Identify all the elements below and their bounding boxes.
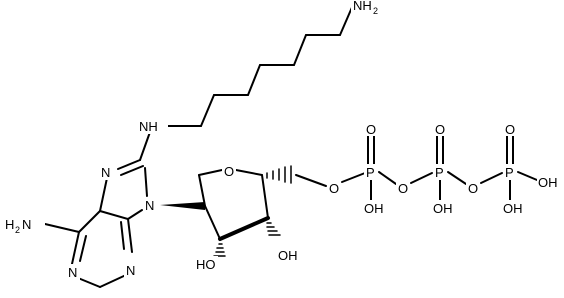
bond-ribose-front xyxy=(218,216,270,241)
bond-nh-c8 xyxy=(139,131,151,161)
label-terminal-nh2-subscript: 2 xyxy=(373,6,378,16)
bond-n7-c5 xyxy=(99,177,108,212)
label-terminal-nh: NH xyxy=(353,0,372,13)
bond-c7-nh2 xyxy=(339,4,354,36)
bond-n9-c1prime-wedge xyxy=(160,202,205,210)
label-n7: N xyxy=(101,165,110,180)
bond-pb-obridge2 xyxy=(447,171,467,185)
bond-c8-n9 xyxy=(144,167,148,197)
bond-c1prime-c2prime xyxy=(204,205,221,240)
bond-c1prime-c xyxy=(198,174,206,207)
label-3prime-oh: OH xyxy=(278,248,298,263)
label-phosphorus-beta: P xyxy=(435,165,444,180)
label-phosphate-beta-oh: OH xyxy=(433,201,453,216)
label-phosphorus-alpha: P xyxy=(366,165,375,180)
label-2prime-ho: HO xyxy=(196,257,216,272)
bonds xyxy=(44,4,538,288)
label-n9: N xyxy=(145,198,154,213)
label-nh-linker: NH xyxy=(139,119,158,134)
label-amine-h: H xyxy=(5,217,14,232)
bond-pa-obridge xyxy=(378,171,397,185)
label-phosphorus-gamma: P xyxy=(505,165,514,180)
label-oxygen-beta-double: O xyxy=(435,122,445,137)
label-oxygen-gamma-double: O xyxy=(505,122,515,137)
label-amine-subscript: 2 xyxy=(15,225,20,235)
label-ring-oxygen: O xyxy=(224,164,234,179)
bond-c4prime-c3prime xyxy=(261,174,269,219)
bond-c4prime-c5prime-hash xyxy=(266,165,292,184)
bond-n9-c4 xyxy=(127,209,143,220)
bond-c3-c4 xyxy=(247,64,261,96)
label-n3: N xyxy=(126,263,135,278)
bond-c5-c6 xyxy=(78,210,101,233)
bond-c3prime-oh-hash xyxy=(266,222,281,236)
bond-c6-n1 xyxy=(71,231,80,265)
bond-c6-nh2 xyxy=(44,223,80,233)
bond-c2-n3 xyxy=(99,274,127,288)
label-oxygen-bridge-alpha-beta: O xyxy=(398,181,408,196)
label-phosphate-gamma-oh-side: OH xyxy=(538,175,558,190)
label-phosphate-alpha-oh: OH xyxy=(364,201,384,216)
bond-ring-o-left xyxy=(198,169,223,176)
bond-c5-c6 xyxy=(293,34,307,66)
label-phosphate-gamma-oh-bottom: OH xyxy=(503,201,523,216)
bond-c1-c2 xyxy=(200,94,215,127)
bond-n1-c2 xyxy=(77,277,101,288)
bond-c5prime-o xyxy=(295,174,327,187)
bond-obridge2-pg xyxy=(480,172,503,184)
bond-c4-n3-double xyxy=(120,221,125,250)
label-n1: N xyxy=(68,265,77,280)
label-5prime-oxygen: O xyxy=(329,181,339,196)
bond-c2prime-oh-hash xyxy=(213,243,226,257)
bond-obridge-pb xyxy=(410,172,433,184)
atom-labels: NH 2 NH N N N N H 2 N O O HO OH xyxy=(3,0,561,280)
bond-o-pa xyxy=(341,172,366,183)
bond-pg-oh-side xyxy=(517,171,538,181)
bond-c4-n3 xyxy=(127,218,133,253)
label-oxygen-alpha-double: O xyxy=(366,122,376,137)
bond-ring-o-right xyxy=(235,169,263,176)
bond-c8-n7-double xyxy=(120,165,144,176)
bond-c8-n7 xyxy=(117,159,141,170)
bond-c6-n1-double xyxy=(79,235,87,262)
bond-c5-c4 xyxy=(99,210,129,220)
label-oxygen-bridge-beta-gamma: O xyxy=(468,181,478,196)
label-amine-n: N xyxy=(22,217,31,232)
